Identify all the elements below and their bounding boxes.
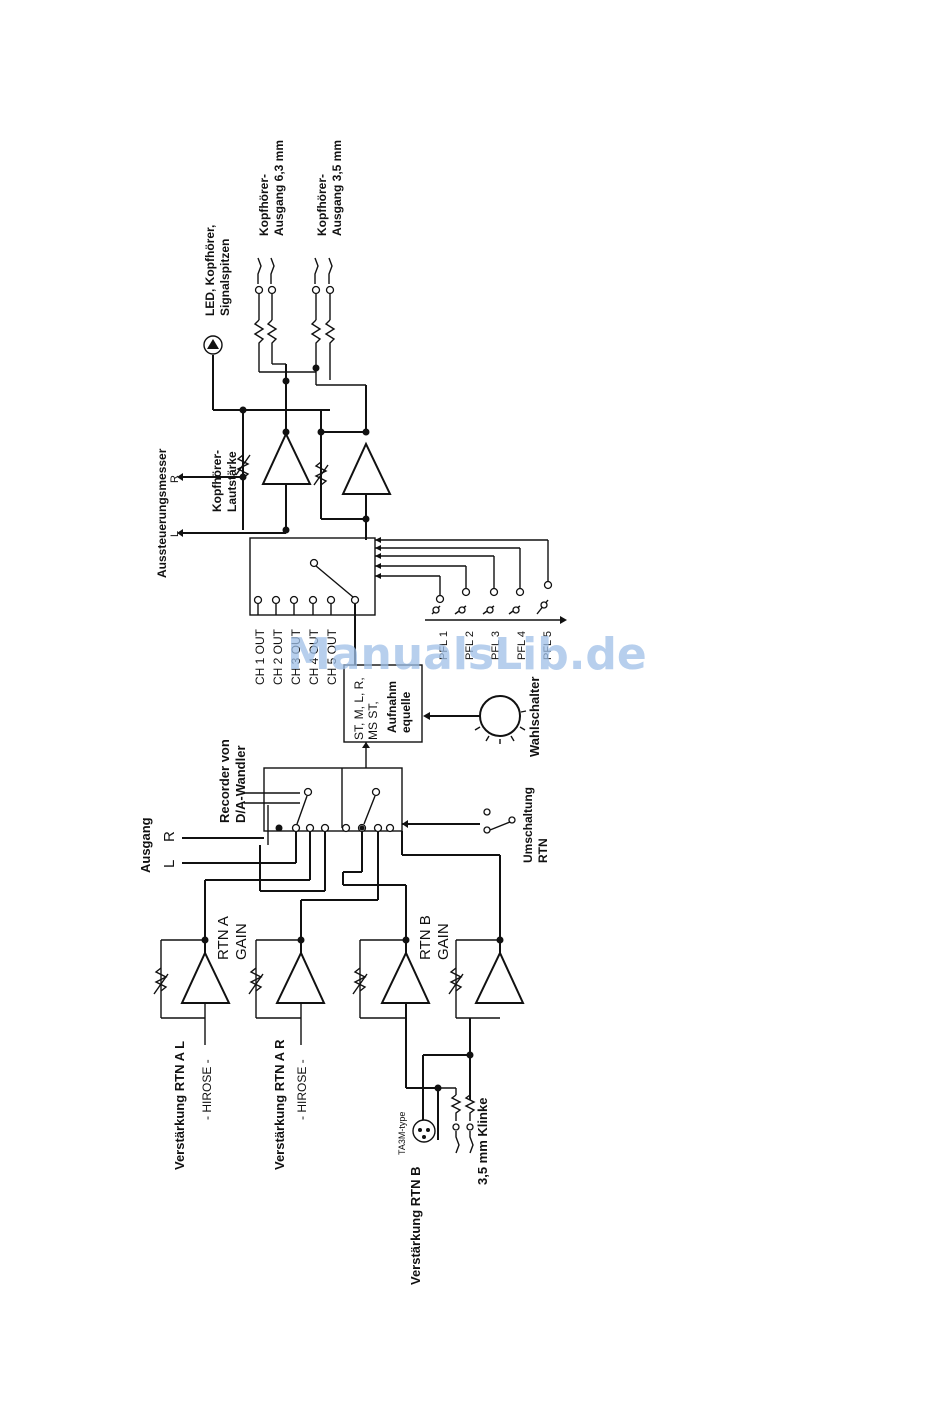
rtn-b-inputs: [406, 1051, 476, 1154]
pfl3-label: PFL 3: [490, 631, 502, 660]
ch4-out-label: CH 4 OUT: [307, 628, 321, 685]
level-meter-label: Aussteuerungsmesser: [155, 448, 169, 578]
ch5-out-label: CH 5 OUT: [325, 628, 339, 685]
rtn-a-r-amp-icon: [248, 936, 326, 1045]
hp63-label-1: Kopfhörer-: [257, 174, 271, 236]
hirose-a-l-label: - HIROSE -: [200, 1059, 214, 1120]
rtn-a-gain-label-1: RTN A: [215, 916, 232, 960]
gain-rtn-a-r-label: Verstärkung RTN A R: [272, 1039, 287, 1170]
hp63-label-2: Ausgang 6,3 mm: [272, 140, 286, 236]
meter-l-label: L: [169, 531, 181, 537]
pfl4-label: PFL 4: [516, 631, 528, 660]
output-label: Ausgang: [138, 817, 153, 873]
meter-r-label: R: [169, 475, 181, 483]
ch1-out-label: CH 1 OUT: [253, 628, 267, 685]
pfl2-label: PFL 2: [464, 631, 476, 660]
ta3m-label: TA3M-type: [397, 1112, 407, 1155]
selector-label: Wahlschalter: [527, 677, 542, 757]
led-label-1: LED, Kopfhörer,: [203, 225, 217, 316]
recorder-label-2: D/A-Wandler: [233, 745, 248, 823]
gain-rtn-b-label: Verstärkung RTN B: [408, 1167, 423, 1285]
rtn-b-gain-label-1: RTN B: [417, 915, 434, 960]
selector-knob-icon: [423, 695, 527, 744]
source-modes-label-1: ST, M, L, R,: [352, 677, 366, 740]
led-label-2: Signalspitzen: [218, 239, 232, 316]
hp35-label-2: Ausgang 3,5 mm: [330, 140, 344, 236]
hp35-label-1: Kopfhörer-: [315, 174, 329, 236]
rtn-switch-label-2: RTN: [536, 838, 550, 863]
source-modes-label-2: MS ST,: [366, 701, 380, 740]
recorder-label-1: Recorder von: [217, 739, 232, 823]
rtn-b-l-amp-icon: [352, 936, 431, 1088]
monitor-select-matrix: [249, 537, 567, 665]
level-meter-outputs: [177, 473, 290, 537]
ch2-out-label: CH 2 OUT: [271, 628, 285, 685]
rtn-b-gain-label-2: GAIN: [435, 923, 452, 960]
source-mode-box: [343, 664, 423, 768]
source-label-2: equelle: [399, 691, 413, 733]
headphone-amp-left-icon: [235, 406, 330, 530]
jack-label: 3,5 mm Klinke: [475, 1098, 490, 1185]
output-r-label: R: [161, 831, 178, 842]
hp-volume-label-1: Kopfhörer-: [210, 450, 224, 512]
rtn-a-gain-label-2: GAIN: [233, 923, 250, 960]
headphone-jack-63-icon: [253, 257, 316, 373]
headphone-amp-right-icon: [313, 410, 392, 540]
hp-volume-label-2: Lautstärke: [225, 451, 239, 512]
ch3-out-label: CH 3 OUT: [289, 628, 303, 685]
rtn-b-r-amp-icon: [448, 936, 525, 1100]
pfl1-label: PFL 1: [438, 631, 450, 660]
led-indicator: [203, 335, 243, 411]
rtn-a-l-amp-icon: [153, 936, 231, 1045]
output-l-label: L: [161, 860, 178, 868]
watermark: ManualsLib.de: [287, 629, 647, 680]
rtn-switch-label-1: Umschaltung: [521, 787, 535, 863]
hirose-a-r-label: - HIROSE -: [295, 1059, 309, 1120]
pfl5-label: PFL 5: [542, 631, 554, 660]
gain-rtn-a-l-label: Verstärkung RTN A L: [172, 1041, 187, 1170]
source-label-1: Aufnahm: [385, 681, 399, 733]
headphone-jack-35-icon: [310, 257, 336, 385]
recorder-switch-block: [182, 767, 516, 940]
